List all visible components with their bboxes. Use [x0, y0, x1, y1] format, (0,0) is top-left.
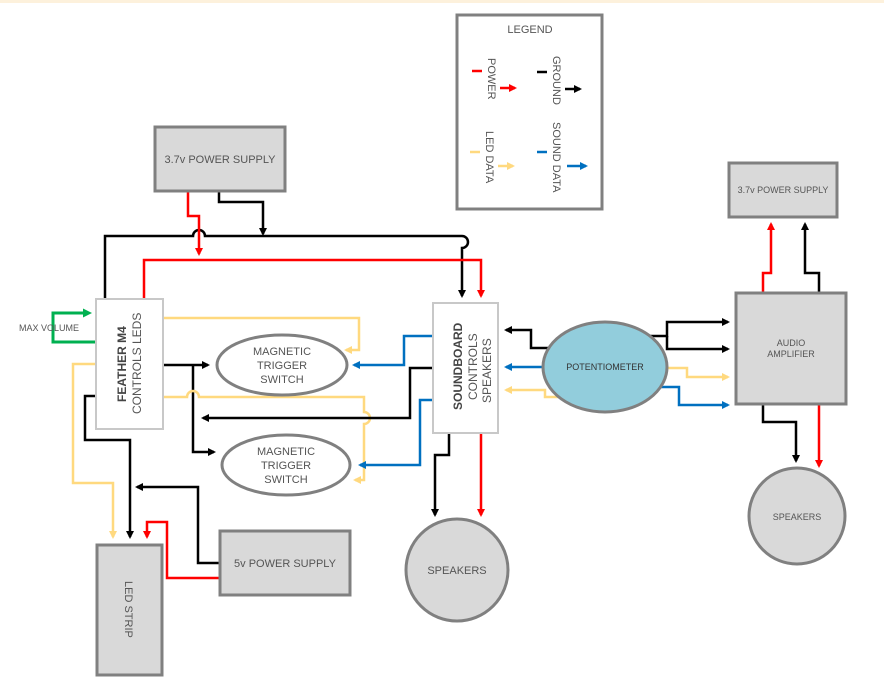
- speakers1-label: SPEAKERS: [427, 565, 486, 577]
- wire-ground-5v: [135, 483, 220, 565]
- wire-led-pot-amp: [668, 366, 730, 381]
- node-speakers2[interactable]: SPEAKERS: [747, 466, 847, 566]
- wire-sound-pot-amp: [661, 385, 730, 409]
- switch1-line2: TRIGGER: [257, 360, 307, 372]
- wire-ground-bus: [103, 228, 470, 298]
- wire-max-volume: [51, 308, 96, 344]
- wires: [51, 192, 823, 580]
- led-strip-label: LED STRIP: [122, 581, 134, 638]
- amp-line1: AUDIO: [777, 338, 806, 348]
- wire-led-pot-soundboard: [504, 386, 560, 399]
- switch2-line1: MAGNETIC: [257, 446, 315, 458]
- soundboard-subtitle1: CONTROLS: [466, 333, 480, 400]
- top-band: [0, 0, 884, 3]
- wire-ground-switch2: [191, 365, 216, 456]
- feather-title: FEATHER M4: [115, 326, 129, 402]
- node-led-strip[interactable]: LED STRIP: [95, 543, 164, 677]
- node-switch1[interactable]: MAGNETIC TRIGGER SWITCH: [215, 333, 349, 397]
- wire-ground-pot-amp1: [650, 318, 730, 338]
- amp-line2: AMPLIFIER: [767, 349, 815, 359]
- node-ps-amp[interactable]: 3.7v POWER SUPPLY: [727, 161, 839, 219]
- legend-power-label: POWER: [485, 58, 497, 100]
- pot-label: POTENTIOMETER: [566, 362, 644, 372]
- wire-led-switch2: [163, 389, 372, 484]
- wire-sound-switch2: [358, 398, 433, 469]
- legend: LEGEND POWER GROUND LED DATA SOUND DATA: [455, 13, 604, 211]
- legend-ground-label: GROUND: [550, 56, 562, 105]
- wire-power-amp-ps: [761, 222, 775, 292]
- wire-ground-speakers1: [431, 433, 451, 517]
- wire-ground-soundboard-feather: [201, 366, 433, 422]
- node-amplifier[interactable]: AUDIO AMPLIFIER: [734, 291, 848, 406]
- node-ps-5v[interactable]: 5v POWER SUPPLY: [218, 529, 352, 597]
- ps-main-label: 3.7v POWER SUPPLY: [164, 154, 276, 166]
- wire-ground-led-strip: [83, 394, 134, 539]
- legend-title: LEGEND: [507, 24, 552, 36]
- wire-power-ps-main: [186, 192, 203, 256]
- wire-led-strip: [71, 362, 117, 539]
- switch2-line3: SWITCH: [264, 474, 307, 486]
- switch1-line3: SWITCH: [260, 374, 303, 386]
- ps-amp-label: 3.7v POWER SUPPLY: [738, 185, 829, 195]
- soundboard-subtitle2: SPEAKERS: [480, 338, 494, 403]
- max-volume-label: MAX VOLUME: [19, 323, 79, 333]
- legend-sound-label: SOUND DATA: [550, 122, 562, 193]
- wire-power-5v: [143, 520, 220, 580]
- node-switch2[interactable]: MAGNETIC TRIGGER SWITCH: [220, 433, 352, 497]
- feather-subtitle: CONTROLS LEDS: [130, 313, 144, 414]
- speakers2-label: SPEAKERS: [773, 512, 822, 522]
- node-potentiometer[interactable]: POTENTIOMETER: [541, 320, 669, 414]
- node-soundboard[interactable]: SOUNDBOARD CONTROLS SPEAKERS: [432, 302, 499, 434]
- wire-ground-speakers2: [761, 404, 800, 463]
- switch2-line2: TRIGGER: [261, 460, 311, 472]
- ps-5v-label: 5v POWER SUPPLY: [234, 558, 337, 570]
- wire-ground-pot-soundboard: [504, 326, 548, 350]
- wire-ground-ps-main: [217, 192, 267, 236]
- soundboard-title: SOUNDBOARD: [451, 322, 465, 410]
- node-speakers1[interactable]: SPEAKERS: [404, 517, 510, 623]
- node-ps-main[interactable]: 3.7v POWER SUPPLY: [153, 125, 287, 193]
- legend-box: [455, 13, 604, 211]
- node-feather[interactable]: FEATHER M4 CONTROLS LEDS: [95, 298, 164, 430]
- legend-led-label: LED DATA: [483, 131, 495, 184]
- wire-led-switch1: [163, 316, 361, 354]
- wire-sound-switch1: [352, 334, 433, 369]
- wire-power-bus: [142, 258, 485, 298]
- node-max-volume: MAX VOLUME: [19, 323, 79, 333]
- wire-ground-amp-ps: [801, 222, 821, 292]
- switch1-line1: MAGNETIC: [253, 346, 311, 358]
- wire-ground-pot-amp2: [665, 336, 730, 353]
